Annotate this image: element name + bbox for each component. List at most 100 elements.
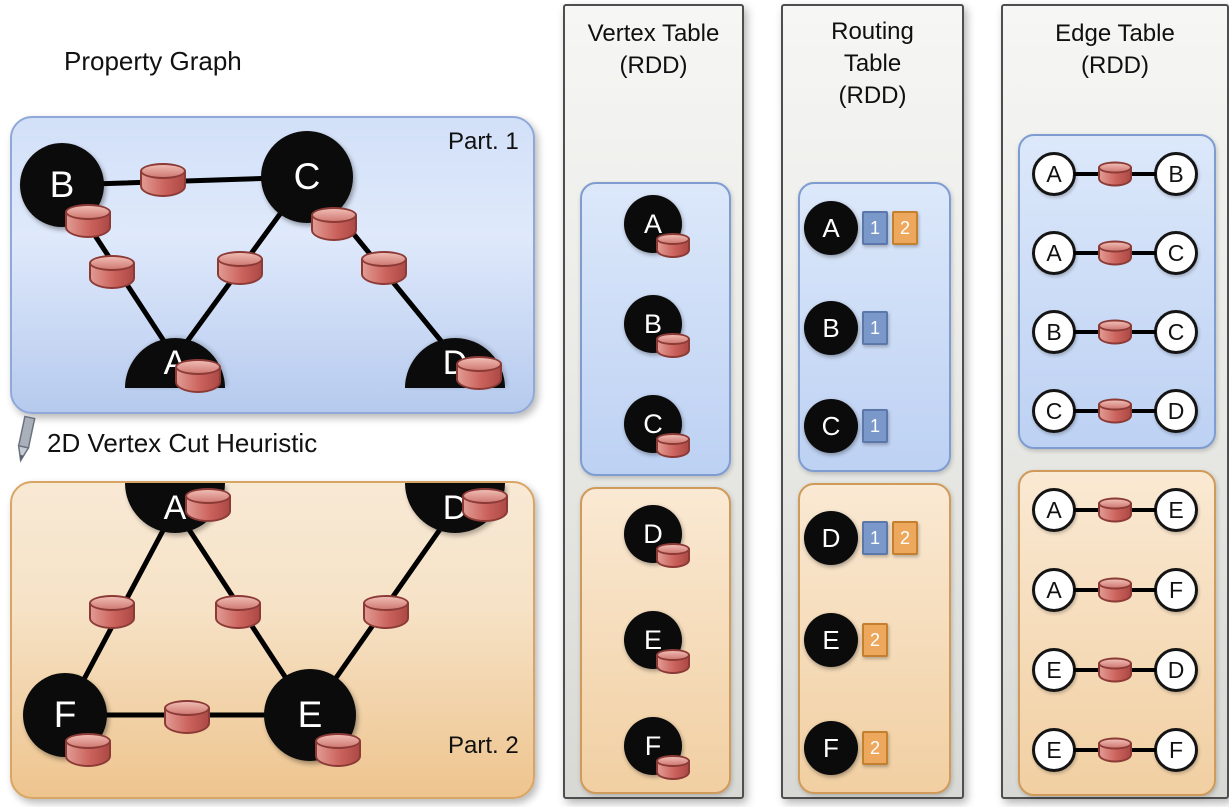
- edge-link: [1074, 488, 1156, 532]
- pencil-arrow-icon: [17, 415, 36, 463]
- cylinder-cap: [656, 233, 690, 245]
- edge-table-subtitle: (RDD): [1081, 52, 1149, 79]
- route-badge-1: 1: [862, 409, 888, 443]
- vertex-letter: A: [1046, 576, 1062, 603]
- edge-row-e-d: E D: [1032, 647, 1198, 693]
- vertex-letter: C: [643, 408, 663, 439]
- route-badge-2: 2: [862, 623, 888, 657]
- vertex-property-cylinder-icon: [656, 233, 690, 258]
- edge-endpoint: A: [1032, 231, 1076, 275]
- cylinder-cap: [164, 700, 210, 716]
- vertex-letter: A: [1046, 160, 1062, 187]
- cylinder-cap: [656, 433, 690, 445]
- edge-link: [1074, 648, 1156, 692]
- edge-endpoint: A: [1032, 568, 1076, 612]
- vertex-letter: E: [643, 624, 662, 655]
- graph-vertex-e: E: [264, 669, 356, 761]
- vertex-property-cylinder-icon: [656, 755, 690, 780]
- routing-node-a: A: [804, 201, 858, 255]
- vertex-letter: D: [643, 518, 663, 549]
- cylinder-cap: [1098, 240, 1132, 253]
- property-graph-title: Property Graph: [64, 46, 242, 76]
- vertex-letter: E: [1046, 736, 1062, 763]
- cylinder-cap: [215, 595, 261, 611]
- vertex-letter: B: [643, 308, 662, 339]
- vertex-letter: C: [1167, 239, 1185, 266]
- vertex-property-cylinder-icon: [656, 433, 690, 458]
- vertex-letter: A: [163, 488, 187, 527]
- edge-property-cylinder-icon: [140, 163, 186, 197]
- edge-link: [1074, 231, 1156, 275]
- cylinder-cap: [1098, 497, 1132, 510]
- vertex-letter: C: [1167, 318, 1185, 345]
- vertex-property-cylinder-icon: [175, 359, 221, 393]
- cylinder-cap: [185, 488, 231, 504]
- vertex-property-cylinder-icon: [462, 488, 508, 522]
- edge-property-cylinder-icon: [1098, 319, 1132, 345]
- edge-property-cylinder-icon: [89, 255, 135, 289]
- edge-property-cylinder-icon: [1098, 240, 1132, 266]
- vertex-letter: F: [644, 730, 662, 761]
- vertex-letter: D: [1167, 397, 1185, 424]
- vertex-letter: C: [821, 410, 841, 441]
- cylinder-cap: [363, 595, 409, 611]
- cylinder-cap: [656, 649, 690, 661]
- vertex-property-cylinder-icon: [185, 488, 231, 522]
- edge-row-c-d: C D: [1032, 388, 1198, 434]
- edge-endpoint: F: [1154, 568, 1198, 612]
- vertex-property-cylinder-icon: [311, 207, 357, 241]
- cylinder-cap: [656, 755, 690, 767]
- edge-link: [1074, 389, 1156, 433]
- vertex-property-cylinder-icon: [315, 733, 361, 767]
- edge-link: [1074, 310, 1156, 354]
- partition2-label: Part. 2: [448, 732, 519, 759]
- vertex-letter: B: [822, 312, 840, 343]
- vertex-letter: D: [821, 522, 841, 553]
- edge-endpoint: A: [1032, 152, 1076, 196]
- edge-row-b-c: B C: [1032, 309, 1198, 355]
- cut-heuristic-label: 2D Vertex Cut Heuristic: [47, 428, 318, 458]
- vertex-letter: A: [822, 212, 840, 243]
- cylinder-cap: [89, 255, 135, 271]
- routing-node-f: F: [804, 721, 858, 775]
- route-badge-2: 2: [892, 211, 918, 245]
- routing-node-e: E: [804, 613, 858, 667]
- edge-endpoint: D: [1154, 389, 1198, 433]
- edge-property-cylinder-icon: [217, 251, 263, 285]
- vertex-property-cylinder-icon: [656, 649, 690, 674]
- vertex-table-node-a: A: [624, 195, 682, 253]
- vertex-letter: F: [1168, 736, 1184, 763]
- cylinder-cap: [656, 333, 690, 345]
- vertex-letter: C: [1045, 397, 1063, 424]
- cylinder-cap: [65, 204, 111, 220]
- cylinder-cap: [1098, 398, 1132, 411]
- cylinder-cap: [1098, 657, 1132, 670]
- cylinder-cap: [311, 207, 357, 223]
- vertex-letter: F: [823, 732, 839, 763]
- cylinder-cap: [175, 359, 221, 375]
- cylinder-cap: [140, 163, 186, 179]
- edge-row-a-c: A C: [1032, 230, 1198, 276]
- edge-property-cylinder-icon: [215, 595, 261, 629]
- vertex-letter: B: [49, 164, 75, 205]
- edge-endpoint: A: [1032, 488, 1076, 532]
- routing-node-d: D: [804, 511, 858, 565]
- vertex-property-cylinder-icon: [656, 333, 690, 358]
- edge-property-cylinder-icon: [1098, 657, 1132, 683]
- vertex-letter: A: [1046, 239, 1062, 266]
- vertex-table-title: Vertex Table: [587, 20, 720, 47]
- route-badge-1: 1: [862, 211, 888, 245]
- cylinder-cap: [462, 488, 508, 504]
- vertex-letter: A: [1046, 496, 1062, 523]
- edge-link: [1074, 568, 1156, 612]
- vertex-table-node-d: D: [624, 505, 682, 563]
- routing-table-title-3: (RDD): [838, 82, 907, 109]
- edge-property-cylinder-icon: [1098, 577, 1132, 603]
- vertex-letter: A: [643, 208, 662, 239]
- edge-table-title: Edge Table: [1055, 20, 1175, 47]
- edge-link: [1074, 728, 1156, 772]
- edge-property-cylinder-icon: [1098, 161, 1132, 187]
- vertex-property-cylinder-icon: [456, 356, 502, 390]
- edge-endpoint: B: [1032, 310, 1076, 354]
